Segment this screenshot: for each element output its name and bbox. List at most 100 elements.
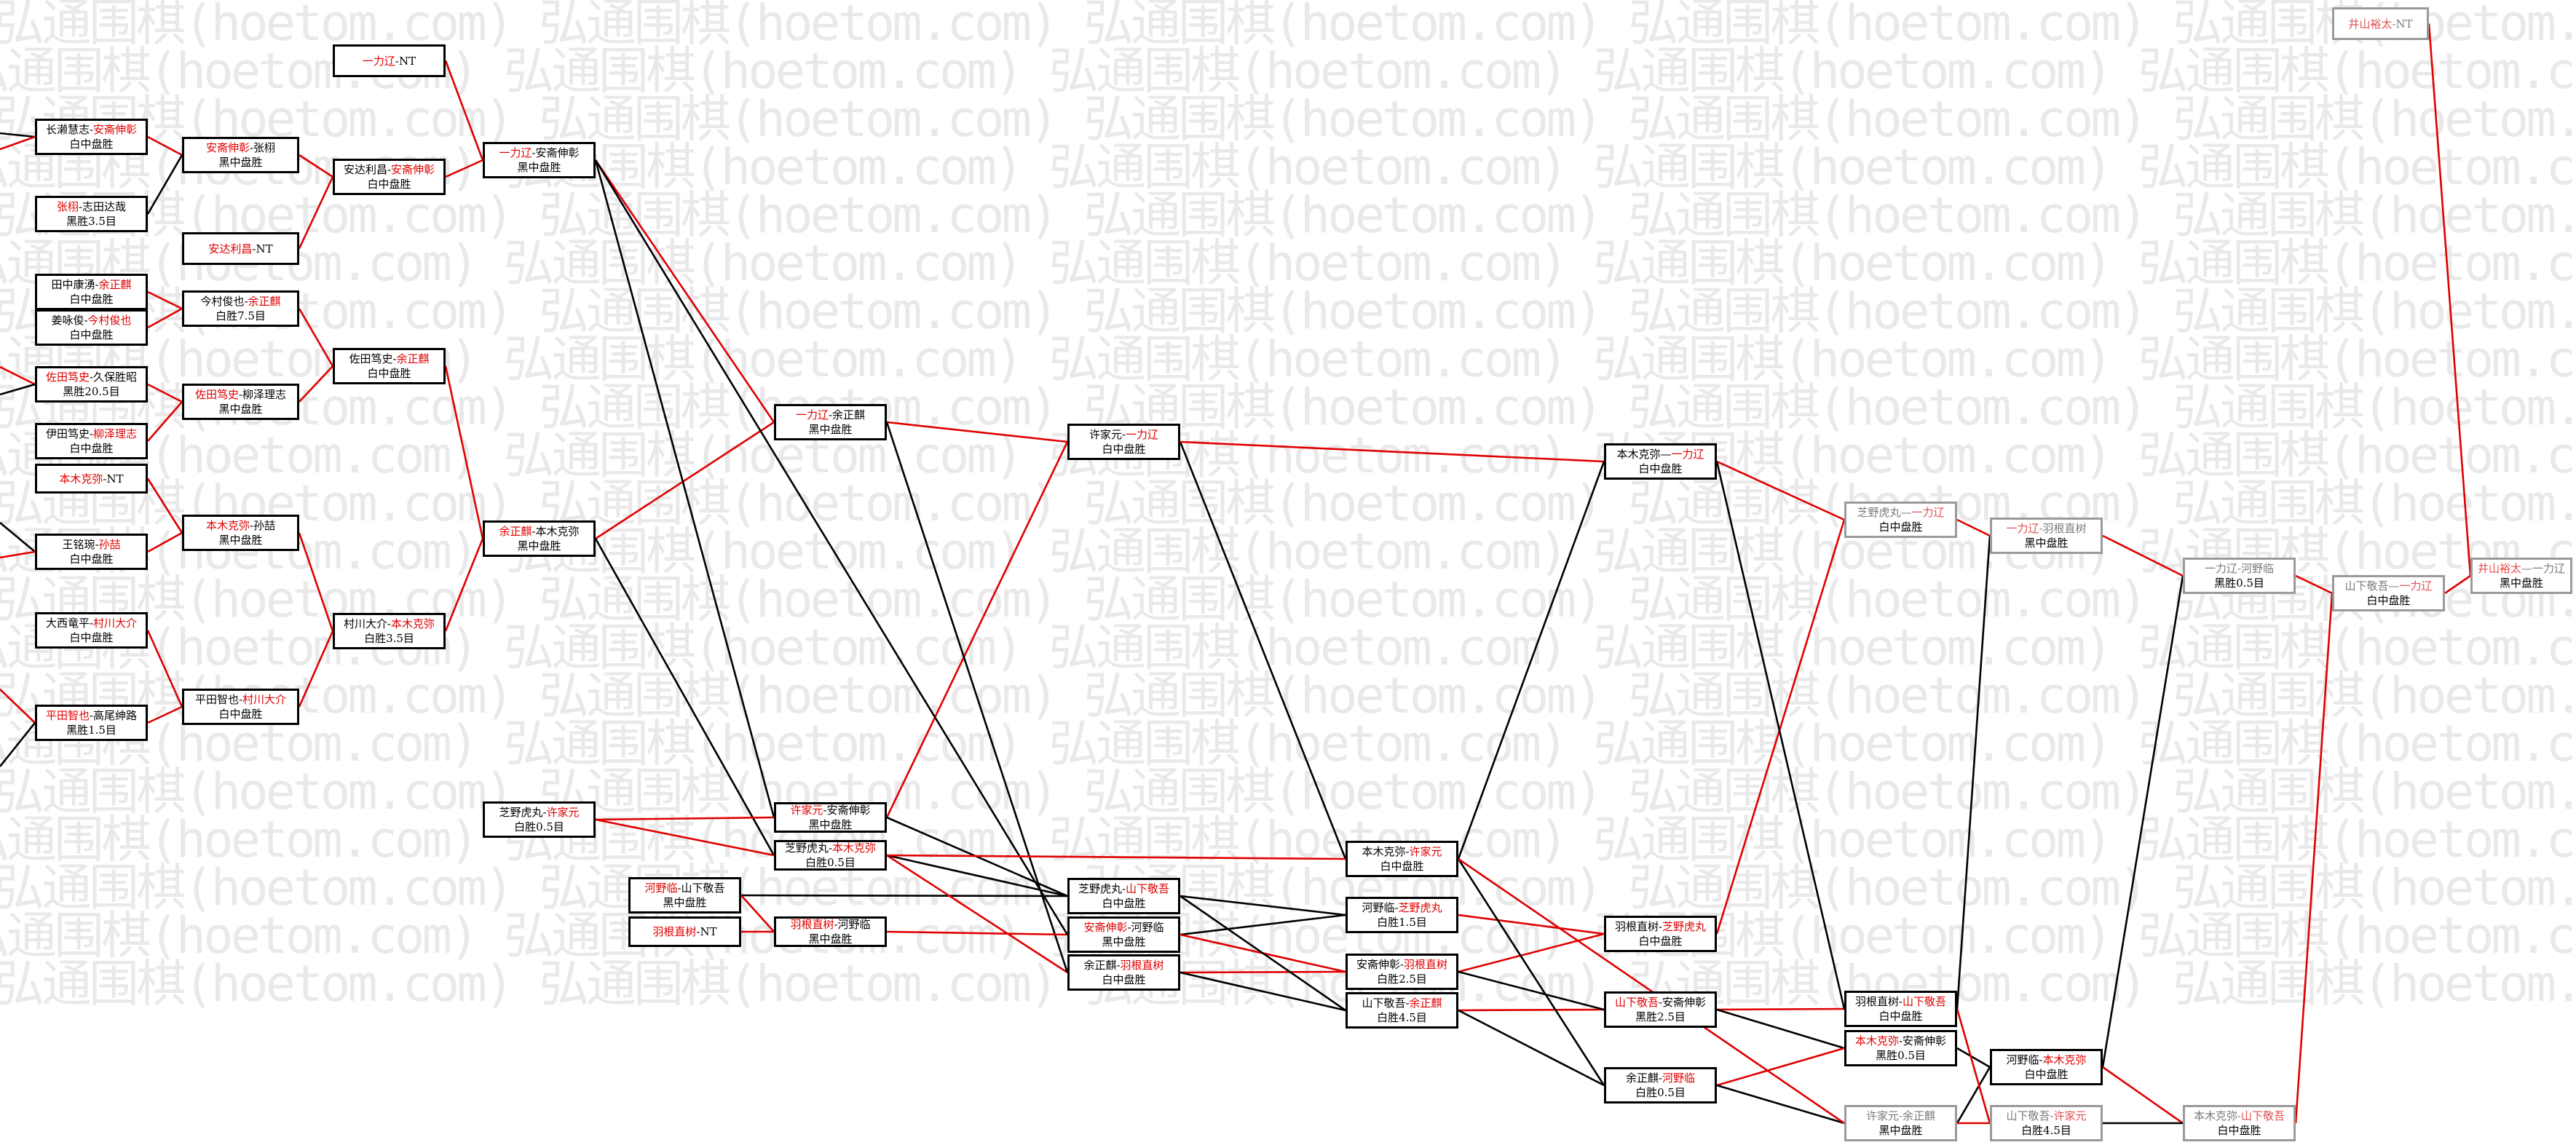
connector-line bbox=[0, 550, 36, 559]
match-box: 羽根直树-芝野虎丸白中盘胜 bbox=[1604, 916, 1717, 952]
match-players: 许家元-余正麒 bbox=[1846, 1109, 1955, 1123]
player-separator: - bbox=[542, 806, 547, 819]
connector-line bbox=[147, 383, 183, 403]
match-players: 羽根直树-山下敬吾 bbox=[1846, 994, 1955, 1009]
player-black: 佐田笃史 bbox=[349, 352, 393, 365]
player-separator: - bbox=[1405, 845, 1410, 858]
player-black: 一力辽 bbox=[795, 408, 829, 421]
match-players: 羽根直树-NT bbox=[631, 924, 739, 939]
match-box: 大西竜平-村川大介白中盘胜 bbox=[35, 612, 148, 649]
match-box: 河野临-山下敬吾黑中盘胜 bbox=[628, 877, 741, 914]
match-result: 白中盘胜 bbox=[2217, 1124, 2261, 1137]
connector-line bbox=[1180, 914, 1346, 936]
match-box: 羽根直树-NT bbox=[628, 916, 741, 947]
player-black: 芝野虎丸 bbox=[1078, 882, 1122, 895]
connector-line bbox=[444, 60, 484, 161]
connector-line bbox=[886, 854, 1068, 974]
player-separator: - bbox=[532, 525, 536, 538]
player-separator: — bbox=[2521, 562, 2532, 575]
match-result: 白中盘胜 bbox=[1102, 897, 1146, 910]
player-white: 安斋伸彰 bbox=[391, 163, 435, 176]
match-players: 河野临-芝野虎丸 bbox=[1348, 900, 1456, 915]
player-black: 余正麒 bbox=[1625, 1071, 1659, 1085]
player-black: 余正麒 bbox=[499, 525, 532, 538]
player-separator: - bbox=[1121, 882, 1126, 895]
player-white: 本木克弥 bbox=[391, 617, 435, 630]
player-black: 余正麒 bbox=[1083, 959, 1117, 972]
player-white: 孙喆 bbox=[253, 519, 276, 532]
player-black: 一力辽 bbox=[362, 54, 395, 68]
connector-line bbox=[886, 930, 1068, 936]
match-players: 安斋伸彰-河野临 bbox=[1070, 920, 1178, 935]
connector-line bbox=[0, 689, 36, 724]
player-black: 安达利昌 bbox=[208, 242, 253, 255]
player-black: 村川大介 bbox=[343, 617, 387, 630]
connector-line bbox=[147, 705, 183, 724]
player-white: 村川大介 bbox=[242, 693, 287, 706]
connector-line bbox=[2102, 1066, 2184, 1125]
player-black: 许家元 bbox=[790, 804, 823, 817]
player-separator: - bbox=[95, 278, 99, 291]
match-box: 安斋伸彰-张栩黑中盘胜 bbox=[182, 137, 299, 173]
player-white: 许家元 bbox=[1409, 845, 1442, 858]
match-box: 长濑慧志-安斋伸彰白中盘胜 bbox=[35, 119, 148, 155]
match-players: 村川大介-本木克弥 bbox=[335, 617, 443, 631]
connector-line bbox=[299, 365, 333, 403]
match-result: 白中盘胜 bbox=[69, 138, 114, 151]
player-separator: — bbox=[1660, 448, 1672, 461]
connector-line bbox=[1180, 895, 1346, 916]
match-players: 佐田笃史-久保胜昭 bbox=[37, 370, 146, 384]
connector-line bbox=[147, 307, 183, 329]
player-white: 村川大介 bbox=[93, 617, 138, 630]
player-separator: - bbox=[828, 408, 833, 421]
player-separator: - bbox=[2039, 522, 2043, 535]
match-result: 白胜3.5目 bbox=[364, 632, 414, 645]
match-result: 黑中盘胜 bbox=[808, 423, 853, 436]
match-result: 白胜0.5目 bbox=[805, 856, 856, 869]
player-separator: - bbox=[1898, 995, 1903, 1008]
player-black: 许家元 bbox=[1089, 428, 1122, 441]
connector-line bbox=[298, 630, 334, 708]
player-white: 芝野虎丸 bbox=[1662, 920, 1707, 933]
connector-line bbox=[298, 532, 334, 632]
match-box: 余正麒-本木克弥黑中盘胜 bbox=[483, 520, 596, 557]
match-result: 白胜7.5目 bbox=[216, 309, 266, 322]
player-white: 安斋伸彰 bbox=[93, 123, 138, 136]
connector-line bbox=[146, 630, 183, 708]
connector-line bbox=[2444, 574, 2471, 595]
match-players: 一力辽-NT bbox=[335, 54, 443, 68]
match-result: 黑胜2.5目 bbox=[1635, 1010, 1686, 1023]
connector-line bbox=[2294, 593, 2334, 1124]
connector-line bbox=[1180, 440, 1605, 463]
player-black: 安斋伸彰 bbox=[205, 141, 250, 154]
player-black: 本木克弥 bbox=[1854, 1034, 1899, 1047]
match-box: 本木克弥-山下敬吾白中盘胜 bbox=[2183, 1105, 2296, 1141]
match-result: 白胜0.5目 bbox=[1635, 1086, 1686, 1099]
match-result: 白中盘胜 bbox=[1878, 520, 1923, 534]
match-players: 一力辽-余正麒 bbox=[776, 408, 885, 422]
match-players: 大西竜平-村川大介 bbox=[37, 616, 146, 630]
player-white: 安斋伸彰 bbox=[1903, 1034, 1947, 1047]
match-result: 黑中盘胜 bbox=[808, 818, 853, 831]
player-separator: - bbox=[2039, 1053, 2043, 1066]
player-black: 羽根直树 bbox=[652, 925, 697, 938]
match-result: 白胜4.5目 bbox=[2021, 1124, 2071, 1137]
player-white: 余正麒 bbox=[1409, 997, 1442, 1010]
player-white: NT bbox=[106, 472, 124, 486]
connector-line bbox=[444, 538, 484, 632]
connector-line bbox=[0, 132, 36, 138]
match-result: 白中盘胜 bbox=[2366, 594, 2411, 607]
player-black: 羽根直树 bbox=[1614, 920, 1659, 933]
player-white: 芝野虎丸 bbox=[1398, 901, 1442, 914]
match-result: 白中盘胜 bbox=[1878, 1010, 1923, 1023]
connector-line bbox=[147, 135, 183, 157]
match-result: 白中盘胜 bbox=[69, 442, 114, 455]
match-players: 芝野虎丸-山下敬吾 bbox=[1070, 881, 1178, 896]
player-black: 山下敬吾 bbox=[1614, 996, 1659, 1009]
player-separator: - bbox=[387, 617, 392, 630]
player-black: 本木克弥 bbox=[1616, 448, 1661, 461]
match-result: 白中盘胜 bbox=[1638, 935, 1683, 948]
player-separator: - bbox=[532, 146, 536, 159]
match-box: 河野临-芝野虎丸白胜1.5目 bbox=[1346, 897, 1458, 933]
player-separator: - bbox=[1394, 901, 1399, 914]
